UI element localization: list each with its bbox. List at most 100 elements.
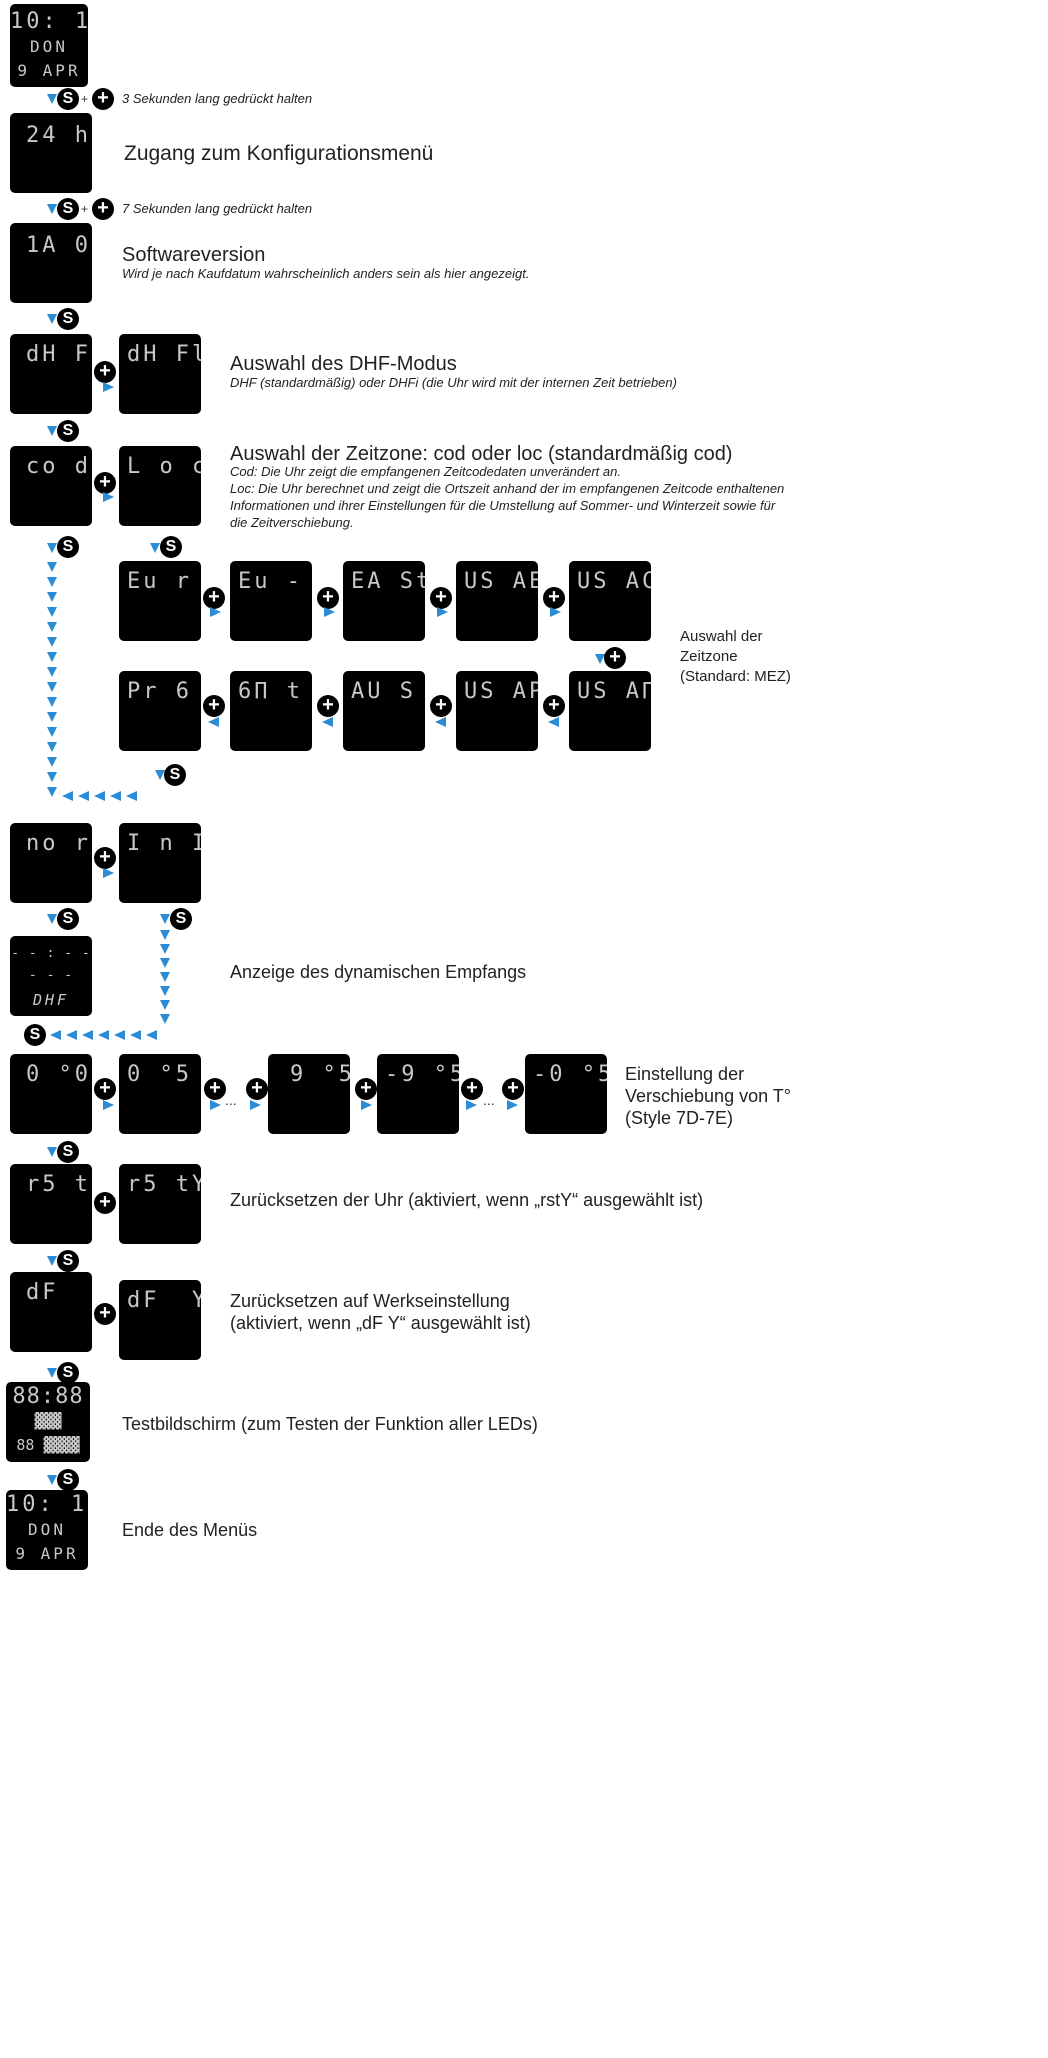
- ellipsis: ...: [483, 1092, 495, 1108]
- down-arrow: [47, 712, 57, 722]
- offset-text: 0 °0: [26, 1062, 91, 1087]
- s-button[interactable]: S: [57, 1362, 79, 1384]
- s-button[interactable]: S: [170, 908, 192, 930]
- right-arrow: [250, 1100, 261, 1110]
- right-arrow: [210, 607, 221, 617]
- down-arrow: [160, 930, 170, 940]
- plus-button[interactable]: +: [94, 847, 116, 869]
- end-time: 10: 12: [6, 1492, 88, 1517]
- down-arrow: [595, 654, 605, 664]
- plus-button[interactable]: +: [204, 1078, 226, 1100]
- s-button[interactable]: S: [57, 88, 79, 110]
- plus-button[interactable]: +: [604, 647, 626, 669]
- plus-button[interactable]: +: [94, 1078, 116, 1100]
- down-arrow: [160, 1014, 170, 1024]
- plus-button[interactable]: +: [92, 88, 114, 110]
- dhfi-display: dH Fl: [119, 334, 201, 414]
- down-arrow: [47, 426, 57, 436]
- tz-display-eur: Eu r: [119, 561, 201, 641]
- tz-title: Auswahl der Zeitzone: cod oder loc (stan…: [230, 443, 733, 465]
- plus-button[interactable]: +: [94, 1303, 116, 1325]
- plus-button[interactable]: +: [430, 587, 452, 609]
- left-arrow: [322, 717, 333, 727]
- plus-button[interactable]: +: [94, 472, 116, 494]
- plus-button[interactable]: +: [94, 1192, 116, 1214]
- left-arrow: [78, 791, 89, 801]
- tz-text: US AΠ: [577, 679, 651, 704]
- s-button[interactable]: S: [57, 1250, 79, 1272]
- down-arrow: [150, 543, 160, 553]
- end-date: 9 APR: [15, 1544, 79, 1563]
- cod-display: co d: [10, 446, 92, 526]
- down-arrow: [47, 914, 57, 924]
- down-arrow: [47, 94, 57, 104]
- dhf-text: dH F: [26, 342, 91, 367]
- plus-button[interactable]: +: [92, 198, 114, 220]
- init-display: I n I t: [119, 823, 201, 903]
- dhfi-text: dH Fl: [127, 342, 201, 367]
- left-arrow: [66, 1030, 77, 1040]
- s-button[interactable]: S: [24, 1024, 46, 1046]
- down-arrow: [160, 944, 170, 954]
- test-line2: ▓▓▓: [34, 1412, 62, 1430]
- s-button[interactable]: S: [57, 1141, 79, 1163]
- plus-button[interactable]: +: [543, 587, 565, 609]
- tz-display-pr6: Pr 6: [119, 671, 201, 751]
- plus-button[interactable]: +: [317, 695, 339, 717]
- tz-text: Pr 6: [127, 679, 192, 704]
- plus-button[interactable]: +: [317, 587, 339, 609]
- tz-text: AU S: [351, 679, 416, 704]
- test-line3: 88 ▓▓▓▓: [16, 1436, 80, 1454]
- plus-button[interactable]: +: [94, 361, 116, 383]
- dyn-display: - - : - - - - - DHF: [10, 936, 92, 1016]
- s-button[interactable]: S: [160, 536, 182, 558]
- tz-sel-label-1: Auswahl der: [680, 628, 763, 645]
- right-arrow: [210, 1100, 221, 1110]
- dhf-display: dH F: [10, 334, 92, 414]
- down-arrow: [160, 958, 170, 968]
- dyn-label: Anzeige des dynamischen Empfangs: [230, 962, 527, 982]
- tz-display-usae: US AE: [456, 561, 538, 641]
- dfn-text: dF n: [26, 1280, 92, 1305]
- s-button[interactable]: S: [57, 308, 79, 330]
- plus-button[interactable]: +: [430, 695, 452, 717]
- left-arrow: [114, 1030, 125, 1040]
- right-arrow: [324, 607, 335, 617]
- s-button[interactable]: S: [57, 908, 79, 930]
- sw-note: Wird je nach Kaufdatum wahrscheinlich an…: [122, 266, 530, 281]
- end-display: 10: 12 DON 9 APR: [6, 1490, 88, 1570]
- s-button[interactable]: S: [57, 536, 79, 558]
- down-arrow: [47, 697, 57, 707]
- plus-button[interactable]: +: [461, 1078, 483, 1100]
- s-button[interactable]: S: [164, 764, 186, 786]
- down-arrow: [160, 914, 170, 924]
- dfy-text: dF Y: [127, 1288, 201, 1313]
- down-arrow: [47, 204, 57, 214]
- plus-button[interactable]: +: [203, 695, 225, 717]
- plus-button[interactable]: +: [246, 1078, 268, 1100]
- plus-button[interactable]: +: [543, 695, 565, 717]
- h24-display: 24 h: [10, 113, 92, 193]
- factory-label-1: Zurücksetzen auf Werkseinstellung: [230, 1291, 510, 1311]
- down-arrow: [160, 972, 170, 982]
- tz-text: Eu r: [127, 569, 192, 594]
- plus-button[interactable]: +: [203, 587, 225, 609]
- tz-display-usac: US AC: [569, 561, 651, 641]
- s-button[interactable]: S: [57, 198, 79, 220]
- plus-button[interactable]: +: [355, 1078, 377, 1100]
- plus-button[interactable]: +: [502, 1078, 524, 1100]
- s-button[interactable]: S: [57, 420, 79, 442]
- cod-text: co d: [26, 454, 91, 479]
- factory-label-2: (aktiviert, wenn „dF Y“ ausgewählt ist): [230, 1313, 531, 1333]
- reset-label: Zurücksetzen der Uhr (aktiviert, wenn „r…: [230, 1190, 704, 1210]
- left-arrow: [94, 791, 105, 801]
- s-button[interactable]: S: [57, 1469, 79, 1491]
- down-arrow: [47, 667, 57, 677]
- test-display: 88:88 ▓▓▓ 88 ▓▓▓▓: [6, 1382, 90, 1462]
- version-text: 1A 01: [26, 233, 92, 258]
- tz-sel-label-2: Zeitzone: [680, 648, 738, 665]
- right-arrow: [103, 382, 114, 392]
- end-label: Ende des Menüs: [122, 1520, 258, 1540]
- tz-text: US AC: [577, 569, 651, 594]
- tz-display-usap: US AP: [456, 671, 538, 751]
